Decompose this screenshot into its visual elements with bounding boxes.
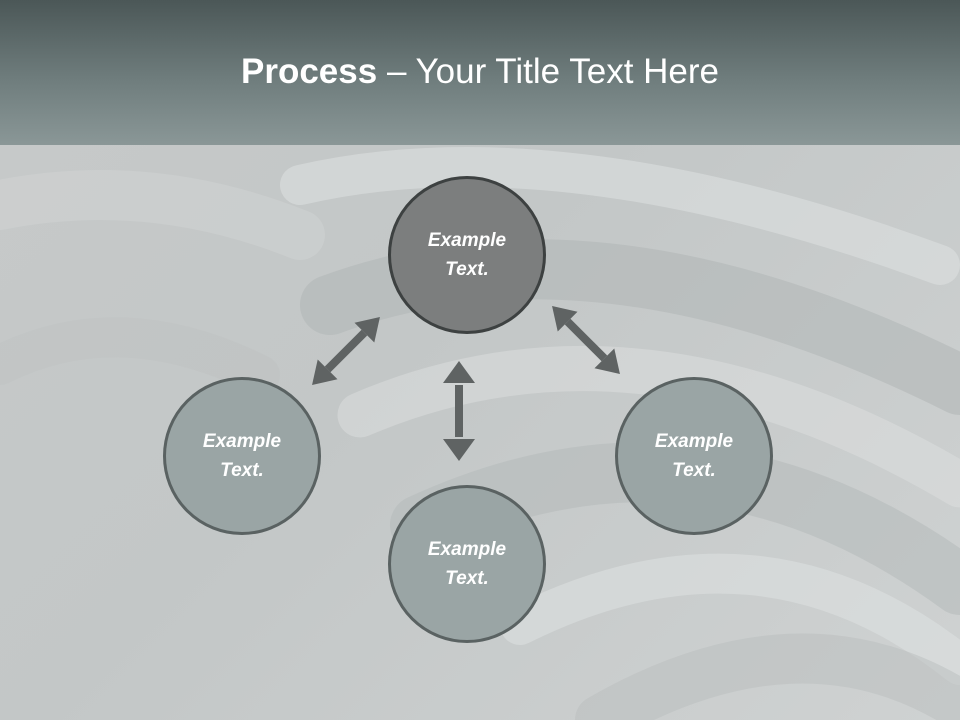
process-circle-top[interactable]: Example Text. [388, 176, 546, 334]
double-arrow-right-icon [552, 306, 620, 374]
process-circle-bottom[interactable]: Example Text. [388, 485, 546, 643]
process-circle-right[interactable]: Example Text. [615, 377, 773, 535]
title-bold: Process [241, 52, 378, 91]
circle-text-line1: Example [427, 539, 507, 560]
title-rest: – Your Title Text Here [377, 52, 719, 91]
title-bar: Process – Your Title Text Here [0, 0, 960, 145]
double-arrow-vertical-icon [443, 361, 475, 461]
double-arrow-left-icon [312, 317, 380, 385]
circle-text-line1: Example [654, 431, 734, 452]
circle-text-line2: Text. [220, 460, 264, 481]
process-circle-left[interactable]: Example Text. [163, 377, 321, 535]
circle-text-line1: Example [202, 431, 282, 452]
circle-text-line1: Example [427, 230, 507, 251]
slide-title: Process – Your Title Text Here [0, 52, 960, 92]
circle-text-line2: Text. [445, 568, 489, 589]
circle-text-line2: Text. [672, 460, 716, 481]
circle-text-line2: Text. [445, 259, 489, 280]
